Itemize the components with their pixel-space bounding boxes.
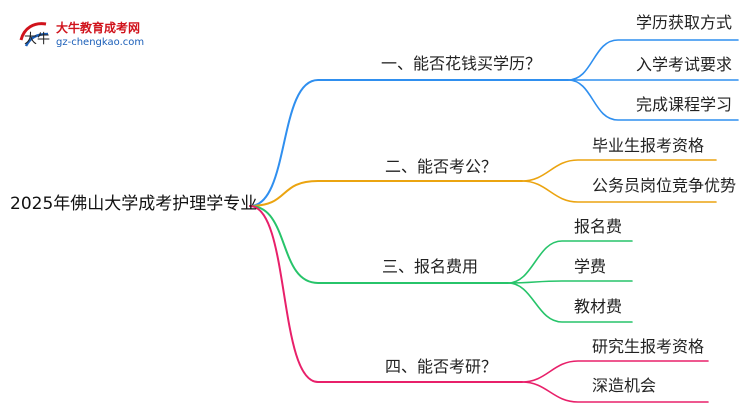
logo: 大牛 大牛教育成考网 gz-chengkao.com	[18, 18, 144, 52]
logo-title: 大牛教育成考网	[56, 21, 141, 35]
logo-url: gz-chengkao.com	[56, 37, 145, 48]
leaf-link-2-2	[521, 180, 717, 203]
leaf-node-3-2: 学费	[574, 257, 607, 276]
branch-node-1: 一、能否花钱买学历？	[381, 54, 542, 73]
leaf-node-1-3: 完成课程学习	[636, 95, 733, 114]
branch-link-4	[249, 205, 523, 383]
branch-link-3	[249, 205, 509, 284]
leaf-link-4-2	[521, 381, 709, 403]
branch-node-4: 四、能否考研？	[385, 357, 498, 376]
logo-mark-text: 大牛	[24, 32, 50, 47]
leaf-link-1-3	[567, 79, 739, 121]
leaf-link-3-2	[507, 280, 633, 284]
branch-node-3: 三、报名费用	[382, 257, 479, 276]
leaf-node-2-2: 公务员岗位竞争优势	[592, 176, 737, 195]
leaf-link-2-1	[521, 159, 717, 182]
leaf-node-3-3: 教材费	[574, 297, 623, 316]
leaf-node-1-1: 学历获取方式	[636, 13, 733, 32]
branch-node-2: 二、能否考公？	[385, 157, 498, 176]
leaf-link-1-1	[567, 39, 739, 81]
leaf-node-4-1: 研究生报考资格	[592, 337, 705, 356]
branch-link-2	[249, 180, 523, 207]
leaf-node-1-2: 入学考试要求	[636, 55, 733, 74]
leaf-link-3-3	[507, 282, 633, 323]
root-node: 2025年佛山大学成考护理学专业	[10, 194, 258, 214]
logo-mark-icon: 大牛	[19, 22, 50, 47]
leaf-node-3-1: 报名费	[574, 217, 623, 236]
leaf-link-3-1	[507, 240, 633, 284]
leaf-node-4-2: 深造机会	[592, 376, 657, 395]
branch-link-1	[249, 79, 569, 207]
leaf-link-4-1	[521, 360, 709, 383]
leaf-node-2-1: 毕业生报考资格	[592, 136, 705, 155]
